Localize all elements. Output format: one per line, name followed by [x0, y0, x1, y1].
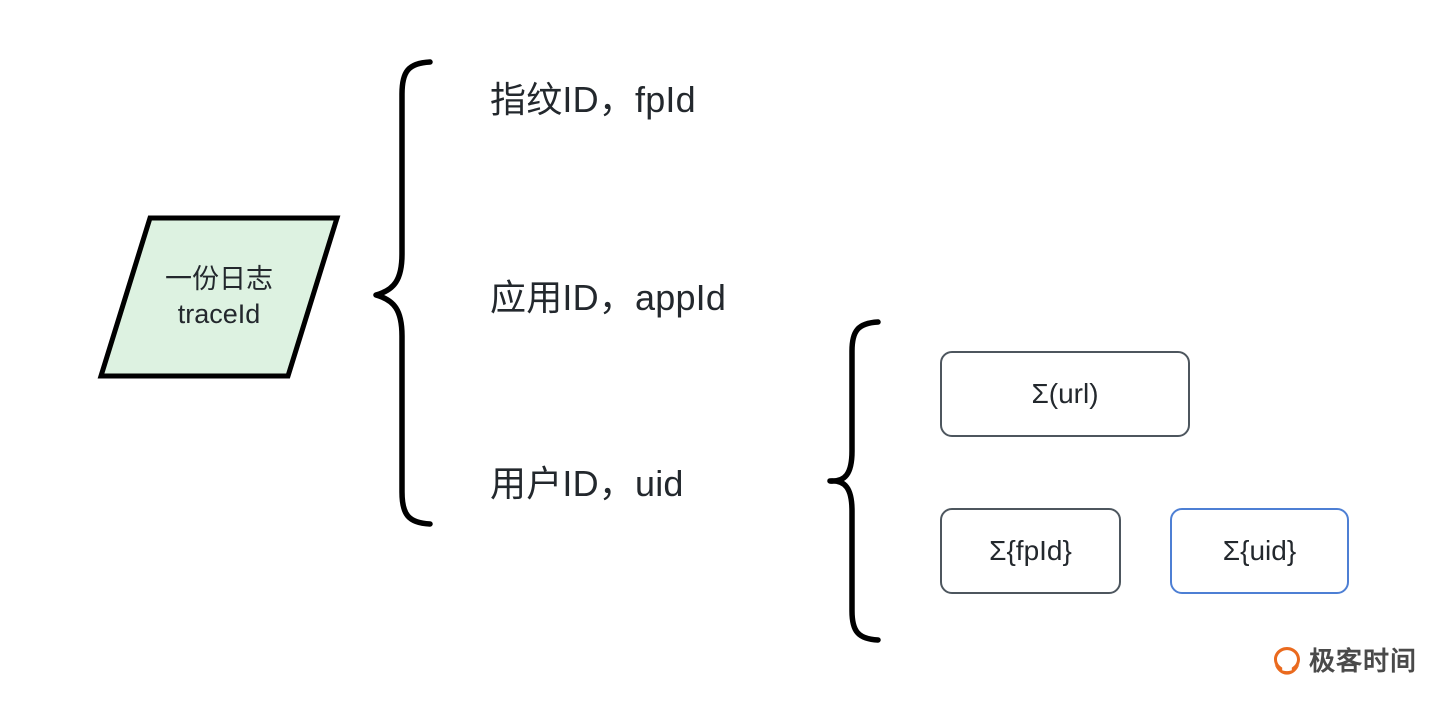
aggregate-box-uid[interactable]: Σ{uid}: [1170, 508, 1349, 594]
aggregate-box-fpid[interactable]: Σ{fpId}: [940, 508, 1121, 594]
attribute-label-appid: 应用ID，appId: [490, 277, 727, 318]
aggregate-box-url-label: Σ(url): [1031, 378, 1099, 409]
parallelogram-shape: [97, 215, 341, 379]
watermark-text: 极客时间: [1309, 646, 1418, 676]
brace-left-icon: [372, 58, 434, 528]
aggregate-box-fpid-label: Σ{fpId}: [989, 535, 1072, 566]
attribute-label-uid: 用户ID，uid: [490, 463, 684, 504]
geektime-logo-icon: [1274, 647, 1300, 675]
aggregate-box-url[interactable]: Σ(url): [940, 351, 1190, 437]
source-log-node[interactable]: 一份日志 traceId: [95, 212, 343, 382]
watermark: 极客时间: [1272, 646, 1417, 676]
attribute-label-fpid: 指纹ID，fpId: [490, 79, 696, 120]
aggregate-box-uid-label: Σ{uid}: [1222, 535, 1297, 566]
brace-right-icon: [826, 318, 882, 644]
